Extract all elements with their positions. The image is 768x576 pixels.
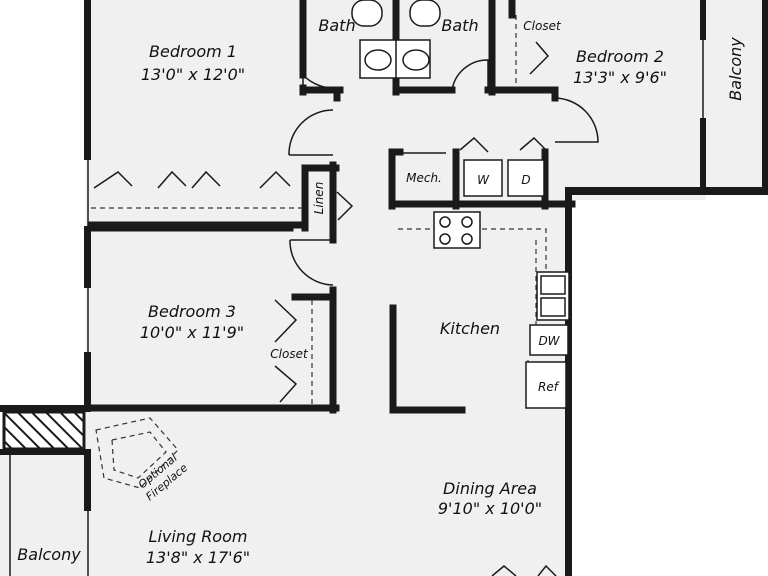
laundry-fixtures [463, 159, 545, 197]
fireplace-outline [95, 417, 179, 489]
balcony-left-label: Balcony [17, 545, 81, 564]
closet-bed3-label: Closet [270, 347, 309, 361]
bath-right-label: Bath [441, 16, 478, 35]
bedroom2-size: 13'3" x 9'6" [573, 68, 667, 87]
kitchen-fixtures [433, 211, 570, 409]
dining-size: 9'10" x 10'0" [438, 499, 542, 518]
dining-name: Dining Area [443, 479, 537, 498]
closet-top-label: Closet [523, 19, 562, 33]
room-labels: Bedroom 1 13'0" x 12'0" Bedroom 2 13'3" … [140, 42, 667, 567]
dishwasher-label: DW [538, 334, 560, 348]
balcony-right-label: Balcony [726, 37, 745, 101]
bedroom2-name: Bedroom 2 [576, 47, 664, 66]
linen-label: Linen [312, 182, 326, 215]
dryer-label: D [521, 173, 530, 187]
refrigerator-label: Ref [538, 380, 560, 394]
bedroom3-size: 10'0" x 11'9" [140, 323, 244, 342]
living-size: 13'8" x 17'6" [146, 548, 250, 567]
bath-left-label: Bath [318, 16, 355, 35]
bedroom1-name: Bedroom 1 [149, 42, 237, 61]
windows [9, 40, 704, 576]
chimney-block [2, 410, 86, 451]
dining-doors [491, 564, 557, 576]
swing-doors [288, 59, 599, 286]
kitchen-name: Kitchen [440, 319, 500, 338]
bedroom1-size: 13'0" x 12'0" [141, 65, 245, 84]
closet-doors [93, 41, 550, 403]
living-name: Living Room [149, 527, 248, 546]
mech-label: Mech. [406, 171, 442, 185]
bath-fixtures [351, 0, 441, 79]
interior-walls [87, 0, 576, 414]
washer-label: W [477, 173, 490, 187]
bedroom3-name: Bedroom 3 [148, 302, 236, 321]
